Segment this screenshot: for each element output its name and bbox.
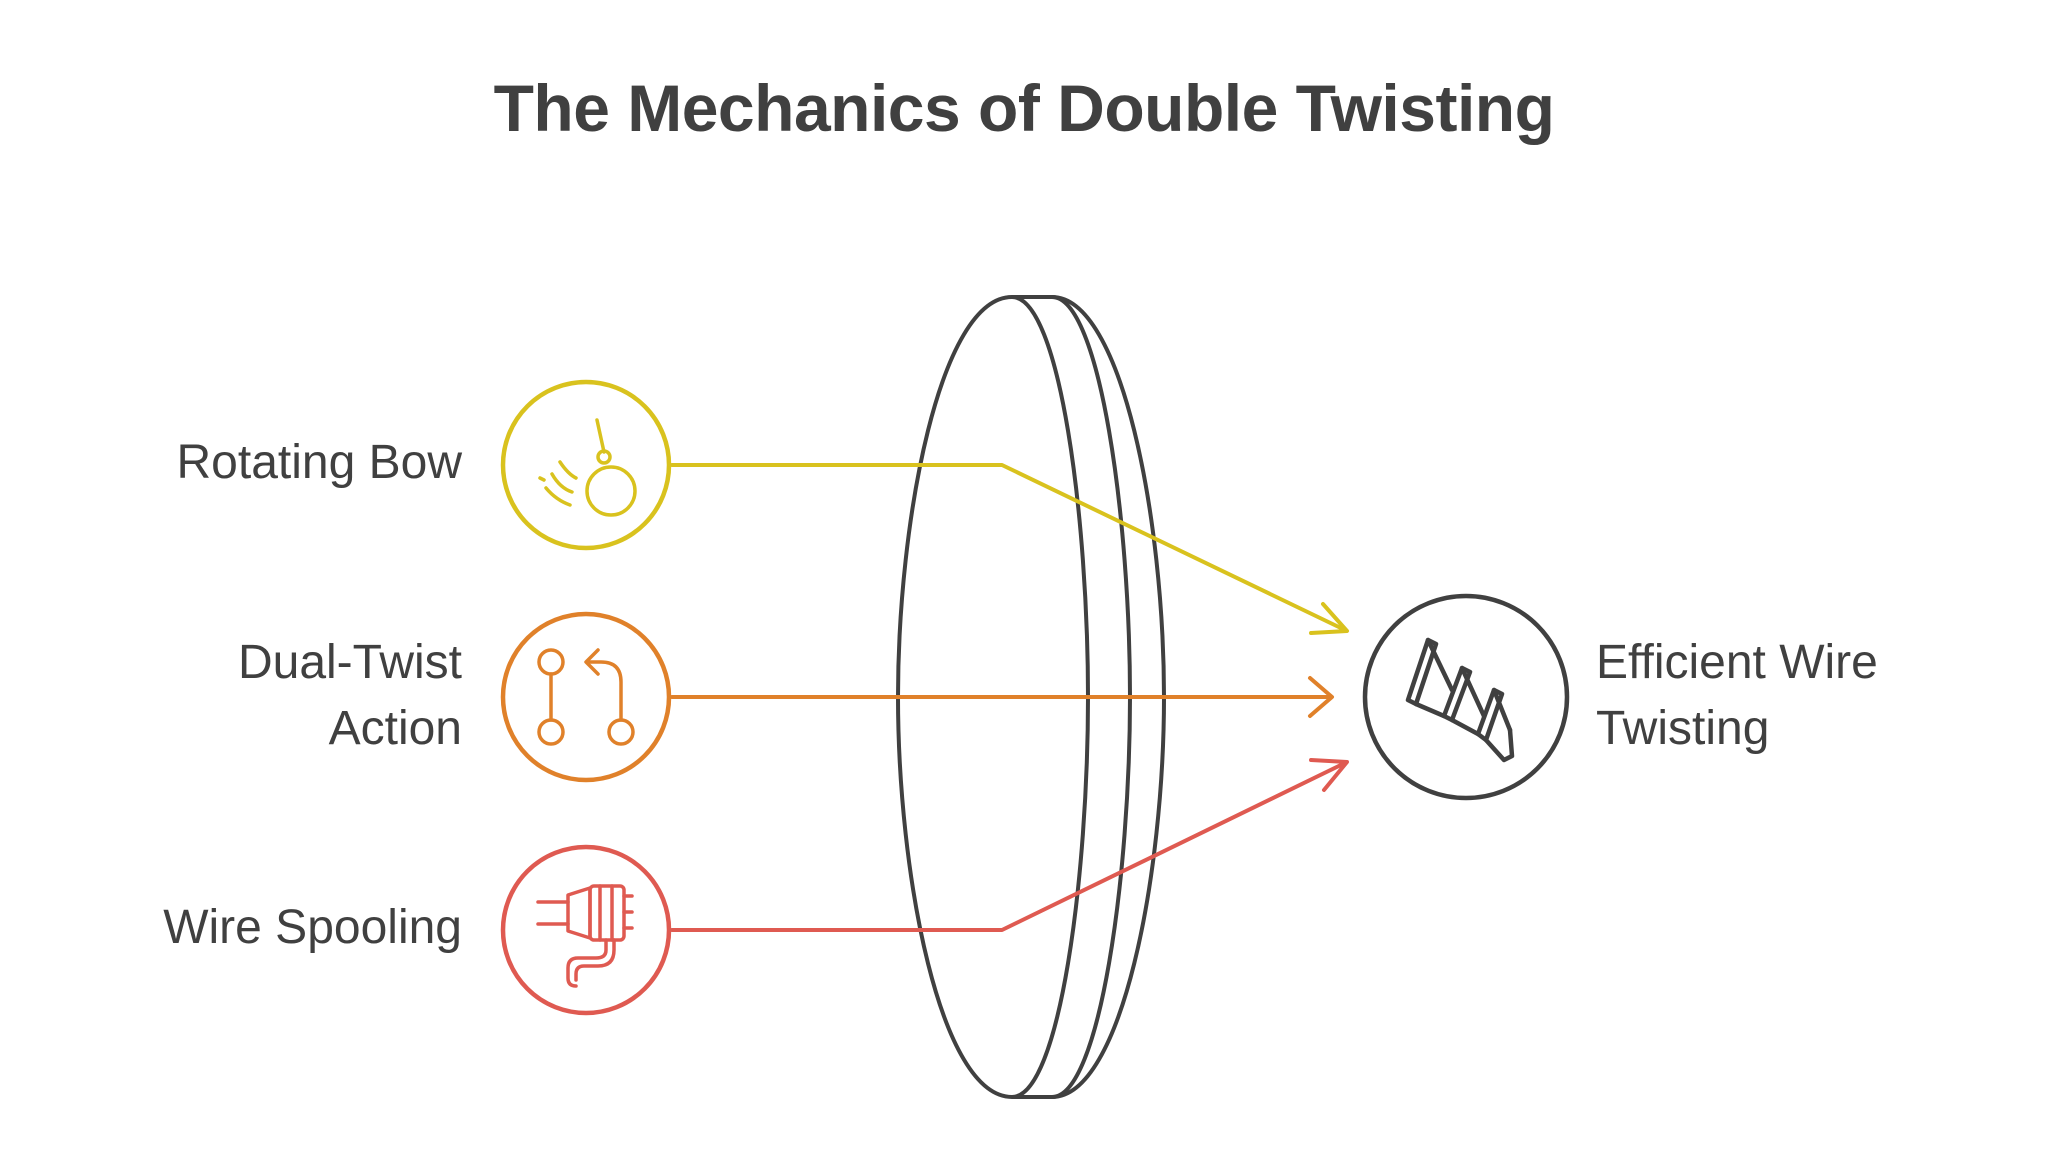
node-wire-spooling <box>500 844 672 1016</box>
connector-rotating-bow-line <box>670 463 1347 632</box>
label-wire-spooling-line-1: Wire Spooling <box>163 901 462 954</box>
label-efficient-wire-twisting-line-2: Twisting <box>1596 702 1770 755</box>
label-wire-spooling: Wire Spooling <box>42 895 462 961</box>
label-efficient-wire-twisting: Efficient Wire Twisting <box>1596 630 2016 762</box>
node-rotating-bow-circle <box>500 379 672 551</box>
connector-rotating-bow-arrowhead <box>1309 602 1349 635</box>
connector-dual-twist-action <box>670 676 1334 718</box>
connector-wire-spooling-arrowhead <box>1309 758 1349 792</box>
node-efficient-wire-twisting <box>1362 593 1570 801</box>
node-rotating-bow <box>500 379 672 551</box>
connector-wire-spooling-line <box>670 761 1347 932</box>
cable-plug-icon <box>536 884 634 988</box>
wrecking-ball-icon <box>538 418 637 517</box>
connector-dual-twist-action-arrowhead <box>1308 676 1334 718</box>
connector-wire-spooling <box>670 758 1349 932</box>
node-dual-twist-action-circle <box>500 611 672 783</box>
connector-rotating-bow <box>670 463 1349 635</box>
label-dual-twist-action: Dual-Twist Action <box>42 630 462 762</box>
twisted-wire-icon <box>1405 637 1515 763</box>
label-rotating-bow: Rotating Bow <box>42 430 463 496</box>
label-dual-twist-action-line-2: Action <box>328 702 462 755</box>
node-efficient-wire-twisting-circle <box>1362 593 1570 801</box>
lens-front-face <box>895 294 1091 1100</box>
node-wire-spooling-circle <box>500 844 672 1016</box>
diagram-title: The Mechanics of Double Twisting <box>493 71 1555 145</box>
label-efficient-wire-twisting-line-1: Efficient Wire <box>1596 636 1878 689</box>
label-rotating-bow-line-1: Rotating Bow <box>176 436 463 489</box>
git-compare-icon <box>537 648 635 746</box>
label-dual-twist-action-line-1: Dual-Twist <box>237 636 462 689</box>
node-dual-twist-action <box>500 611 672 783</box>
